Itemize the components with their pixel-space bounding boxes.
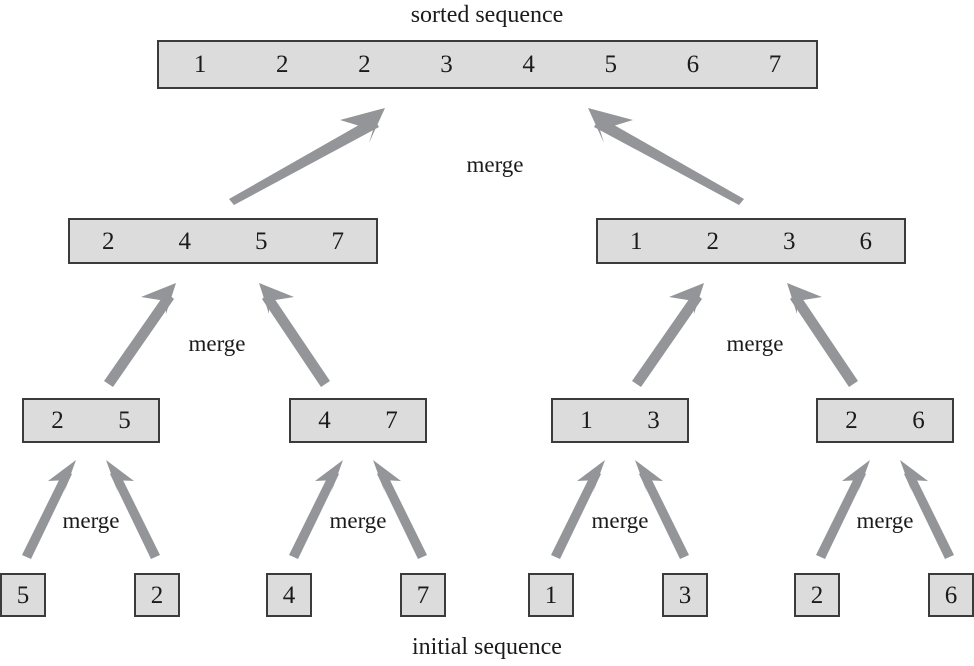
box-leaf-6[interactable]: 3 — [662, 573, 708, 617]
box-leaf-5[interactable]: 1 — [528, 573, 574, 617]
arrow-merge-leaf4-a — [816, 460, 870, 559]
cell-value: 6 — [686, 51, 700, 78]
arrow-merge-leaf1-a — [22, 460, 76, 559]
box-sorted-sequence[interactable]: 1 2 2 3 4 5 6 7 — [157, 40, 818, 89]
cell-value: 1 — [544, 581, 558, 609]
cell-value: 2 — [706, 227, 720, 255]
merge-label-leaf-3: merge — [591, 508, 649, 533]
box-leaf-1[interactable]: 5 — [0, 573, 46, 617]
arrow-merge-top-right — [588, 108, 744, 205]
box-leaf-3[interactable]: 4 — [266, 573, 312, 617]
initial-sequence-caption: initial sequence — [412, 634, 562, 660]
box-left-half[interactable]: 2 4 5 7 — [68, 218, 378, 264]
box-leaf-2[interactable]: 2 — [134, 573, 180, 617]
cell-value: 2 — [275, 51, 289, 78]
box-leaf-8[interactable]: 6 — [928, 573, 974, 617]
box-right-half[interactable]: 1 2 3 6 — [596, 218, 906, 264]
arrow-merge-leaf2-b — [373, 460, 427, 559]
arrow-merge-midright-b — [787, 283, 858, 387]
cell-value: 4 — [178, 227, 192, 255]
box-quarter-1[interactable]: 2 5 — [22, 398, 160, 443]
cell-value: 4 — [282, 581, 296, 609]
cell-value: 6 — [944, 581, 958, 609]
box-quarter-3[interactable]: 1 3 — [551, 398, 689, 443]
box-leaf-4[interactable]: 7 — [400, 573, 446, 617]
cell-value: 3 — [647, 407, 660, 434]
cell-value: 5 — [604, 51, 617, 78]
cell-value: 1 — [580, 407, 593, 434]
cell-value: 7 — [385, 407, 398, 434]
cell-value: 5 — [118, 407, 131, 434]
cell-value: 2 — [150, 581, 164, 609]
cell-value: 1 — [193, 51, 207, 78]
cell-value: 4 — [522, 51, 535, 78]
box-quarter-4[interactable]: 2 6 — [816, 398, 954, 443]
merge-label-mid-right: merge — [726, 331, 784, 356]
cell-value: 4 — [318, 407, 331, 434]
merge-label-leaf-2: merge — [329, 508, 387, 533]
cell-value: 6 — [859, 227, 873, 255]
cell-value: 7 — [416, 581, 430, 609]
arrow-merge-midleft-b — [259, 283, 330, 387]
sorted-sequence-caption: sorted sequence — [410, 2, 564, 28]
arrow-merge-top-left — [229, 108, 385, 205]
cell-value: 1 — [630, 227, 643, 255]
arrow-merge-midright-a — [632, 283, 704, 387]
arrow-merge-midleft-a — [104, 283, 176, 387]
cell-value: 2 — [51, 407, 64, 434]
merge-label-top: merge — [466, 152, 524, 177]
merge-label-leaf-1: merge — [62, 508, 120, 533]
cell-value: 7 — [768, 51, 782, 78]
cell-value: 7 — [331, 227, 345, 255]
arrow-merge-leaf1-b — [106, 460, 160, 559]
cell-value: 6 — [912, 407, 925, 434]
cell-value: 5 — [16, 581, 30, 609]
cell-value: 3 — [440, 51, 453, 78]
cell-value: 3 — [783, 227, 796, 255]
cell-value: 2 — [845, 407, 858, 434]
arrow-merge-leaf4-b — [900, 460, 954, 559]
arrow-merge-leaf3-b — [635, 460, 689, 559]
cell-value: 2 — [358, 51, 371, 78]
merge-label-leaf-4: merge — [856, 508, 914, 533]
cell-value: 2 — [102, 227, 115, 255]
cell-value: 5 — [255, 227, 268, 255]
cell-value: 2 — [810, 581, 824, 609]
cell-value: 3 — [678, 581, 692, 609]
arrow-merge-leaf2-a — [289, 460, 343, 559]
merge-label-mid-left: merge — [188, 331, 246, 356]
box-quarter-2[interactable]: 4 7 — [289, 398, 427, 443]
box-leaf-7[interactable]: 2 — [794, 573, 840, 617]
arrow-merge-leaf3-a — [551, 460, 605, 559]
